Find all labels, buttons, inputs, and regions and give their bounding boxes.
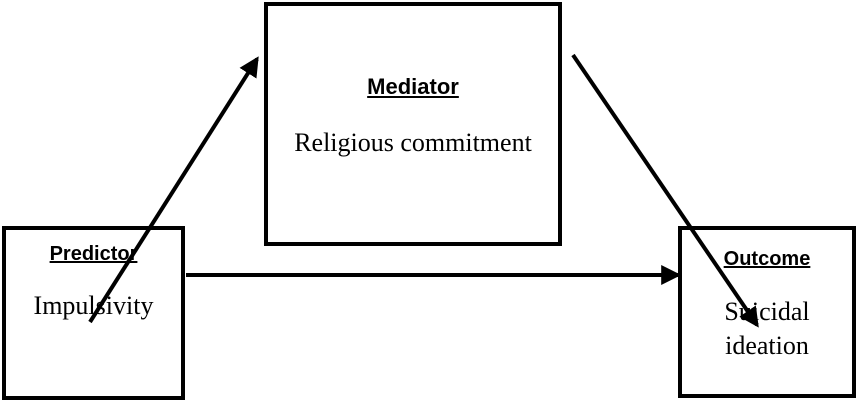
- mediator-heading: Mediator: [367, 74, 459, 99]
- predictor-heading: Predictor: [49, 243, 138, 265]
- mediator-box: [264, 2, 562, 246]
- predictor-to-mediator-arrow: [88, 56, 259, 324]
- outcome-label-line1: Suicidal: [724, 297, 810, 326]
- mediator-to-outcome-arrow: [571, 53, 759, 328]
- outcome-label-line2: ideation: [725, 331, 809, 360]
- mediator-label: Religious commitment: [294, 128, 532, 157]
- outcome-heading: Outcome: [723, 248, 811, 270]
